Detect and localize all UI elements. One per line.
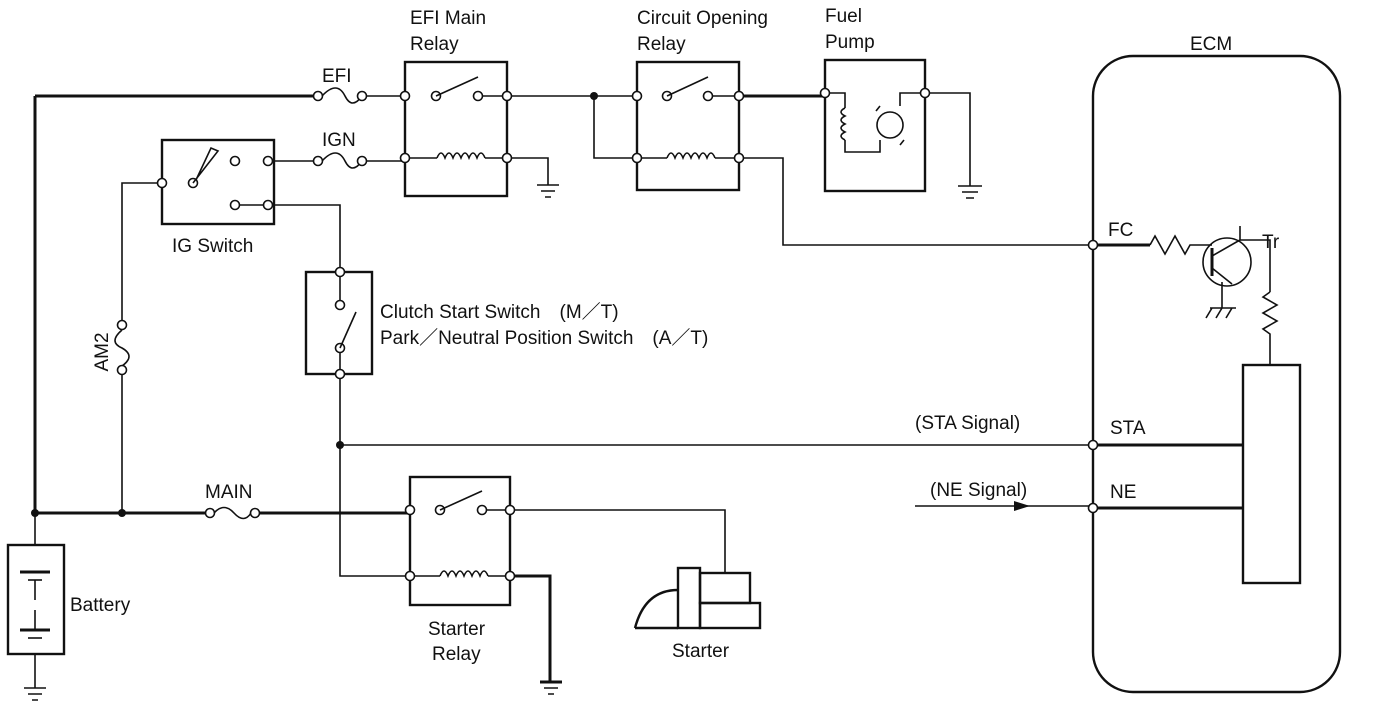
fc-terminal-label: FC xyxy=(1108,220,1133,241)
efi-fuse: EFI xyxy=(312,66,368,104)
fuel-pump-label-2: Pump xyxy=(825,32,875,53)
clutch-start-switch: Clutch Start Switch (M／T) Park／Neutral P… xyxy=(304,266,708,380)
am2-fuse: AM2 xyxy=(92,319,130,376)
main-fuse-label: MAIN xyxy=(205,482,253,503)
ground-symbol xyxy=(537,184,559,198)
ne-signal-arrow xyxy=(1014,501,1030,511)
efi-main-relay: EFI Main Relay xyxy=(399,8,513,198)
fuel-pump: Fuel Pump xyxy=(819,6,931,193)
ign-fuse-label: IGN xyxy=(322,130,356,151)
efi-main-relay-label-2: Relay xyxy=(410,34,459,55)
ecm: ECM FC Tr STA (STA Signal) NE (NE Signal… xyxy=(915,34,1342,694)
battery-label: Battery xyxy=(70,595,131,616)
sta-terminal-label: STA xyxy=(1110,418,1146,439)
efi-main-relay-label-1: EFI Main xyxy=(410,8,486,29)
ig-switch-label: IG Switch xyxy=(172,236,253,257)
clutch-switch-label-2: Park／Neutral Position Switch (A／T) xyxy=(380,327,708,349)
ground-symbol xyxy=(958,185,982,199)
junction-dots xyxy=(31,92,598,517)
efi-fuse-label: EFI xyxy=(322,66,352,87)
circuit-opening-relay: Circuit Opening Relay xyxy=(631,8,768,192)
ground-symbol xyxy=(24,687,46,701)
am2-fuse-label: AM2 xyxy=(92,332,113,371)
transistor-label: Tr xyxy=(1262,232,1280,253)
ig-switch: IG Switch xyxy=(156,138,276,257)
ne-terminal-label: NE xyxy=(1110,482,1136,503)
starter-relay-label-2: Relay xyxy=(432,644,481,665)
starter-motor: Starter xyxy=(633,566,762,662)
ign-fuse: IGN xyxy=(312,130,368,169)
circuit-opening-relay-label-2: Relay xyxy=(637,34,686,55)
sta-signal-label: (STA Signal) xyxy=(915,413,1020,434)
ne-signal-label: (NE Signal) xyxy=(930,480,1027,501)
ecm-label: ECM xyxy=(1190,34,1232,55)
fuel-pump-label-1: Fuel xyxy=(825,6,862,27)
clutch-switch-label-1: Clutch Start Switch (M／T) xyxy=(380,301,619,323)
ground-symbol xyxy=(540,680,562,695)
starter-relay-label-1: Starter xyxy=(428,619,486,640)
battery: Battery xyxy=(6,543,131,656)
wiring xyxy=(33,92,1243,688)
main-fuse: MAIN xyxy=(204,482,261,520)
circuit-opening-relay-label-1: Circuit Opening xyxy=(637,8,768,29)
starter-relay: Starter Relay xyxy=(404,475,516,665)
starter-label: Starter xyxy=(672,641,730,662)
